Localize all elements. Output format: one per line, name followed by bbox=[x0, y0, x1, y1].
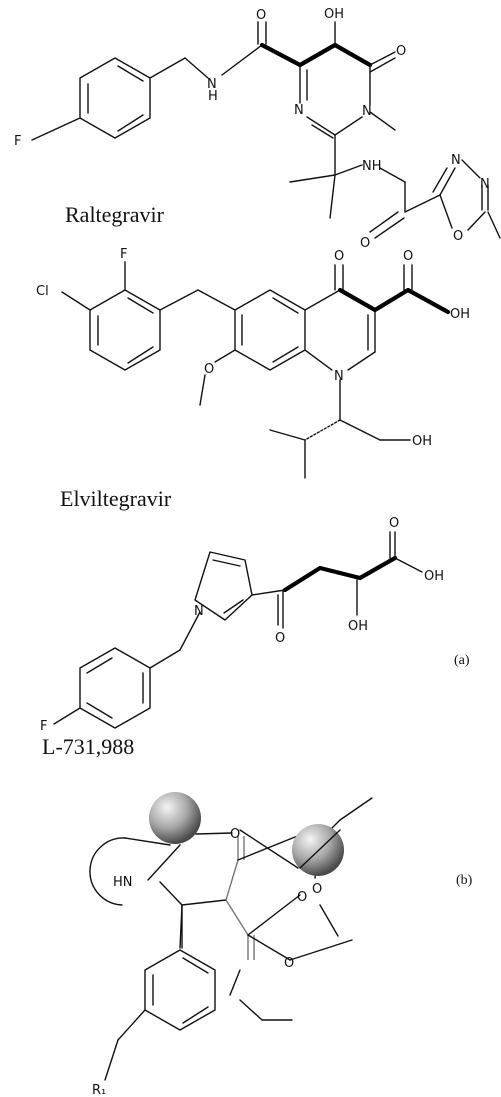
raltegravir-f-label: F bbox=[14, 134, 21, 149]
raltegravir-name: Raltegravir bbox=[65, 202, 165, 227]
l731988-acid-oh-label: OH bbox=[424, 569, 444, 584]
complex-r1-label: R₁ bbox=[92, 1083, 106, 1097]
l731988-acid-o-label: O bbox=[389, 516, 399, 531]
complex-hn-label: HN bbox=[113, 875, 133, 890]
raltegravir-carbonyl-o-label: O bbox=[360, 236, 370, 251]
elvitegravir-name: Elviltegravir bbox=[60, 486, 172, 511]
raltegravir-keto-o-label: O bbox=[396, 44, 406, 59]
elvitegravir-oh-label: OH bbox=[412, 434, 432, 449]
raltegravir-oxadiazole-o-label: O bbox=[453, 229, 463, 244]
raltegravir-oxadiazole-n1-label: N bbox=[451, 153, 461, 168]
l731988-structure: N O O OH OH F bbox=[40, 516, 444, 734]
raltegravir-oh-label: OH bbox=[324, 7, 344, 22]
raltegravir-structure: F N H O OH O N N NH O O N N bbox=[14, 7, 501, 251]
raltegravir-amide-o-label: O bbox=[256, 8, 266, 23]
elvitegravir-acid-oh-label: OH bbox=[450, 307, 470, 322]
elvitegravir-acid-o-label: O bbox=[403, 249, 413, 264]
l731988-n-label: N bbox=[194, 604, 204, 619]
elvitegravir-f-label: F bbox=[120, 247, 127, 262]
panel-label-b: (b) bbox=[456, 873, 473, 888]
metal-ion-sphere-top bbox=[149, 792, 201, 844]
l731988-enol-oh-label: OH bbox=[348, 619, 368, 634]
complex-ether-o-label: O bbox=[312, 882, 322, 897]
raltegravir-nh-label: NH bbox=[362, 159, 382, 174]
panel-label-a: (a) bbox=[454, 653, 470, 668]
l731988-keto-o-label: O bbox=[275, 631, 285, 646]
elvitegravir-structure: Cl F O O OH N O OH bbox=[36, 247, 470, 479]
raltegravir-amide-n-label: N bbox=[207, 77, 217, 92]
elvitegravir-keto-o-label: O bbox=[334, 249, 344, 264]
elvitegravir-n-label: N bbox=[334, 369, 344, 384]
complex-carbonyl-o2-label: O bbox=[284, 956, 294, 971]
l731988-name: L-731,988 bbox=[42, 734, 134, 759]
l731988-f-label: F bbox=[40, 719, 47, 734]
raltegravir-amide-h-label: H bbox=[208, 89, 218, 104]
complex-o3-label: O bbox=[297, 890, 307, 905]
raltegravir-ring-n2-label: N bbox=[362, 104, 372, 119]
metal-complex-structure: HN O O O O R₁ bbox=[89, 792, 373, 1097]
raltegravir-ring-n1-label: N bbox=[294, 103, 304, 118]
raltegravir-oxadiazole-n2-label: N bbox=[480, 177, 490, 192]
complex-carbonyl-o1-label: O bbox=[230, 827, 240, 842]
elvitegravir-cl-label: Cl bbox=[36, 284, 49, 299]
elvitegravir-methoxy-o-label: O bbox=[204, 362, 214, 377]
